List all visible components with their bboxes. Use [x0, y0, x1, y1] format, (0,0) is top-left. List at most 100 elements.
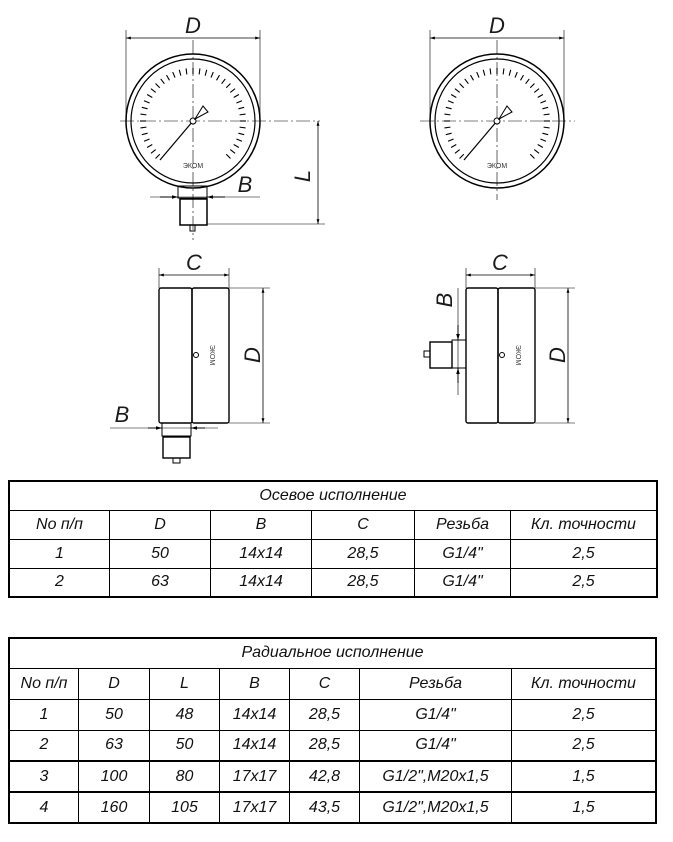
dial-tick	[537, 144, 544, 148]
gauge-side-axial	[423, 268, 575, 424]
column-header: C	[311, 509, 415, 540]
cell: 14x14	[219, 698, 290, 731]
cell: G1/2",M20x1,5	[359, 760, 512, 793]
column-header: No п/п	[8, 509, 110, 540]
column-header: Резьба	[414, 509, 511, 540]
cell: G1/4"	[359, 729, 512, 762]
dial-tick	[502, 68, 505, 75]
cell: 28,5	[311, 538, 415, 569]
dial-tick	[542, 106, 549, 110]
cell: G1/4"	[414, 567, 511, 598]
cell: 14x14	[219, 729, 290, 762]
dial-tick	[508, 69, 512, 76]
table-title: Радиальное исполнение	[8, 637, 657, 669]
cell: G1/4"	[414, 538, 511, 569]
table-row: 4 160 105 17x17 43,5 G1/2",M20x1,5 1,5	[8, 791, 657, 824]
table-row: 1 50 14x14 28,5 G1/4" 2,5	[8, 538, 658, 569]
cell: 42,8	[289, 760, 360, 793]
cell: 17x17	[219, 791, 290, 824]
cell: 2,5	[511, 698, 657, 731]
dial-tick	[172, 71, 176, 78]
cell: 28,5	[289, 729, 360, 762]
dial-tick	[464, 78, 469, 85]
dial-tick	[489, 68, 492, 75]
brand-logo: ЭКОМ	[208, 345, 215, 365]
dial-tick	[225, 83, 231, 89]
dial-tick	[141, 132, 148, 136]
axial-table: Осевое исполнение No п/п D B C Резьба Кл…	[8, 480, 658, 598]
dial-tick	[450, 94, 457, 98]
dial-tick	[185, 68, 188, 75]
dim-label-d: D	[545, 347, 570, 363]
dial-tick	[233, 144, 240, 148]
dial-tick	[140, 113, 147, 116]
cell: 2	[8, 567, 110, 598]
column-header: Резьба	[359, 667, 512, 700]
column-header: D	[78, 667, 150, 700]
column-header: B	[219, 667, 290, 700]
dim-label-d: D	[185, 13, 201, 38]
dim-label-c: C	[186, 250, 202, 275]
dial-tick	[150, 149, 157, 154]
cell: 28,5	[311, 567, 415, 598]
cell: 14x14	[210, 538, 312, 569]
table-row: 1 50 48 14x14 28,5 G1/4" 2,5	[8, 698, 657, 731]
column-header: No п/п	[8, 667, 79, 700]
dial-tick	[543, 126, 550, 129]
cell: 1,5	[511, 760, 657, 793]
dial-tick	[239, 126, 246, 129]
table-row: 3 100 80 17x17 42,8 G1/2",M20x1,5 1,5	[8, 760, 657, 793]
dial-tick	[166, 74, 170, 81]
dial-tick	[470, 74, 474, 81]
cell: 48	[149, 698, 220, 731]
dim-label-b: B	[432, 293, 457, 308]
dial-tick	[482, 69, 486, 76]
gauge-front-axial	[420, 30, 575, 200]
dim-label-c: C	[492, 250, 508, 275]
cell: G1/4"	[359, 698, 512, 731]
dial-tick	[155, 153, 161, 159]
cell: 14x14	[210, 567, 312, 598]
column-header: Кл. точности	[511, 667, 657, 700]
dial-tick	[542, 132, 549, 136]
table-title: Осевое исполнение	[8, 480, 658, 511]
dial-ticks	[140, 68, 246, 159]
cell: 50	[109, 538, 211, 569]
dial-tick	[444, 113, 451, 116]
dial-tick	[140, 126, 147, 129]
column-header: B	[210, 509, 312, 540]
cell: 105	[149, 791, 220, 824]
cell: 2,5	[510, 567, 658, 598]
dial-tick	[533, 149, 540, 154]
column-header: D	[109, 509, 211, 540]
cell: 2	[8, 729, 79, 762]
cell: 3	[8, 760, 79, 793]
dial-tick	[236, 138, 243, 142]
cell: 1	[8, 538, 110, 569]
gauge-side-radial	[110, 268, 270, 464]
dial-tick	[459, 153, 465, 159]
column-header: L	[149, 667, 220, 700]
dim-label-d: D	[489, 13, 505, 38]
dial-tick	[143, 138, 150, 142]
cell: 2,5	[511, 729, 657, 762]
cell: 17x17	[219, 760, 290, 793]
dial-tick	[146, 144, 153, 148]
dial-tick	[444, 126, 451, 129]
dial-tick	[143, 100, 150, 104]
cell: 28,5	[289, 698, 360, 731]
dial-tick	[529, 153, 535, 159]
dim-label-d: D	[240, 347, 265, 363]
cell: 1,5	[511, 791, 657, 824]
dial-tick	[150, 88, 157, 93]
dial-tick	[450, 144, 457, 148]
dial-tick	[155, 83, 161, 89]
cell: 160	[78, 791, 150, 824]
dial-tick	[533, 88, 540, 93]
brand-logo: ЭКОМ	[487, 163, 507, 170]
dial-tick	[540, 138, 547, 142]
dial-tick	[447, 100, 454, 104]
cell: G1/2",M20x1,5	[359, 791, 512, 824]
column-header: Кл. точности	[510, 509, 658, 540]
dial-tick	[229, 88, 236, 93]
